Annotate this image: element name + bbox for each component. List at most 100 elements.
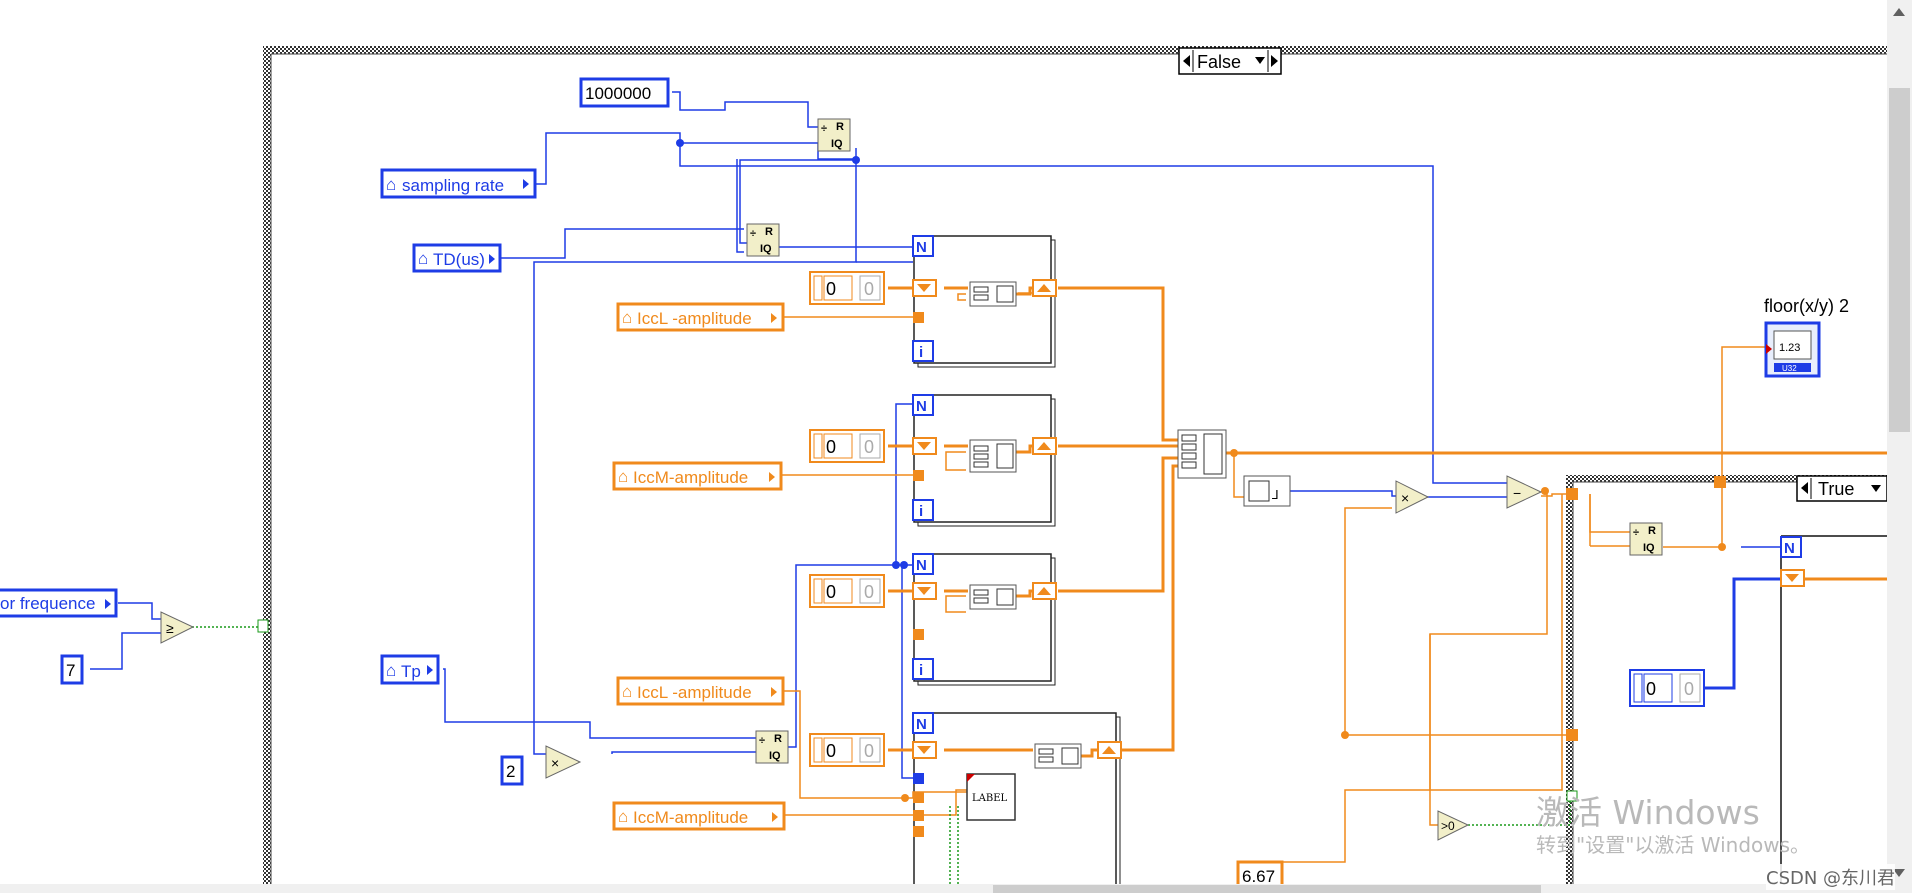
build-array-node-3[interactable] <box>969 584 1017 610</box>
array-size-node[interactable]: ⅃ <box>1243 475 1291 507</box>
control-iccm-amplitude-2[interactable]: ⌂ IccM-amplitude <box>612 801 786 831</box>
quotient-remainder-node-4[interactable]: ÷ R IQ <box>1629 522 1663 556</box>
case-selector-label: True <box>1818 479 1854 499</box>
shift-register-left-3[interactable] <box>912 582 937 600</box>
svg-text:IccM-amplitude: IccM-amplitude <box>633 468 748 487</box>
svg-text:LABEL: LABEL <box>972 793 1008 804</box>
array-constant-3[interactable]: 0 0 <box>809 574 885 608</box>
svg-text:÷: ÷ <box>1633 527 1639 539</box>
control-td-us[interactable]: ⌂ TD(us) <box>412 243 502 273</box>
vertical-scrollbar[interactable] <box>1887 0 1912 893</box>
case-structure-outer[interactable] <box>263 46 1912 886</box>
build-array-node-4[interactable] <box>1034 743 1082 769</box>
svg-text:TD(us): TD(us) <box>433 250 485 269</box>
horizontal-scroll-thumb[interactable] <box>993 885 1541 893</box>
loop-index-terminal-3[interactable]: i <box>912 658 934 680</box>
greater-than-zero-node[interactable]: >0 <box>1437 810 1470 841</box>
loop-count-terminal-1[interactable]: N <box>912 235 934 257</box>
svg-text:IQ: IQ <box>1643 542 1655 554</box>
numeric-junction-dots <box>676 139 908 569</box>
case-selector-inner[interactable]: True <box>1796 475 1888 502</box>
svg-text:⅃: ⅃ <box>1272 488 1279 502</box>
svg-text:1.23: 1.23 <box>1779 342 1800 354</box>
loop-count-terminal-5[interactable]: N <box>1780 536 1802 558</box>
increment-arrow-icon[interactable] <box>1271 55 1278 67</box>
shift-register-left-5[interactable] <box>1780 569 1805 587</box>
loop-count-terminal-3[interactable]: N <box>912 553 934 575</box>
control-iccl-amplitude-1[interactable]: ⌂ IccL -amplitude <box>616 302 785 332</box>
scroll-up-icon[interactable] <box>1893 8 1905 16</box>
svg-text:or frequence: or frequence <box>0 594 95 613</box>
for-loop-2[interactable] <box>913 394 1056 527</box>
svg-text:6.67: 6.67 <box>1242 867 1275 886</box>
svg-text:R: R <box>774 733 782 745</box>
svg-text:0: 0 <box>864 741 874 761</box>
shift-register-left-4[interactable] <box>912 741 937 759</box>
house-icon: ⌂ <box>618 807 628 826</box>
case-selector-outer[interactable]: False <box>1178 47 1282 75</box>
shift-register-left-2[interactable] <box>912 437 937 455</box>
decrement-arrow-icon[interactable] <box>1801 482 1808 494</box>
scroll-down-icon[interactable] <box>1893 869 1905 877</box>
subtract-node[interactable]: − <box>1506 475 1543 509</box>
constant-7[interactable]: 7 <box>60 654 84 685</box>
control-iccm-amplitude-1[interactable]: ⌂ IccM-amplitude <box>612 461 783 491</box>
loop-count-terminal-4[interactable]: N <box>912 712 934 734</box>
build-array-node-2[interactable] <box>969 439 1017 473</box>
svg-text:IccM-amplitude: IccM-amplitude <box>633 808 748 827</box>
svg-text:≥: ≥ <box>166 620 174 636</box>
terminal-arrow-icon <box>105 599 111 609</box>
svg-text:N: N <box>916 398 927 415</box>
for-loop-4[interactable] <box>913 712 1121 893</box>
shift-register-right-3[interactable] <box>1032 582 1057 600</box>
array-constant-1[interactable]: 0 0 <box>809 271 885 305</box>
vertical-scroll-thumb[interactable] <box>1889 88 1910 432</box>
shift-register-left-1[interactable] <box>912 279 937 297</box>
constant-1000000[interactable]: 1000000 <box>579 77 670 108</box>
array-constant-4[interactable]: 0 0 <box>809 733 885 767</box>
decrement-arrow-icon[interactable] <box>1183 55 1190 67</box>
control-tp[interactable]: ⌂ Tp <box>380 654 440 685</box>
for-loop-1[interactable] <box>913 235 1056 368</box>
loop-index-terminal-2[interactable]: i <box>912 499 934 521</box>
build-array-node-1[interactable] <box>969 281 1017 307</box>
for-loop-3[interactable] <box>913 553 1056 686</box>
array-constant-5[interactable]: 0 0 <box>1629 669 1705 707</box>
svg-text:1000000: 1000000 <box>585 84 651 103</box>
multiply-node-2[interactable]: × <box>1395 480 1430 514</box>
horizontal-scrollbar[interactable] <box>0 884 1887 893</box>
control-sampling-rate[interactable]: ⌂ sampling rate <box>380 168 537 199</box>
shift-register-right-2[interactable] <box>1032 437 1057 455</box>
quotient-remainder-node-1[interactable]: ÷ R IQ <box>817 118 851 152</box>
control-iccl-amplitude-2[interactable]: ⌂ IccL -amplitude <box>616 676 785 706</box>
control-or-frequence[interactable]: or frequence <box>0 588 118 618</box>
array-junction-dots <box>901 449 1726 802</box>
house-icon: ⌂ <box>618 467 628 486</box>
loop-count-terminal-2[interactable]: N <box>912 394 934 416</box>
array-wires <box>888 286 1912 758</box>
shift-register-right-1[interactable] <box>1032 279 1057 297</box>
build-array-node-main[interactable] <box>1177 429 1227 479</box>
greater-or-equal-node[interactable]: ≥ <box>160 611 195 644</box>
svg-text:>0: >0 <box>1441 819 1455 833</box>
svg-text:Tp: Tp <box>401 662 421 681</box>
quotient-remainder-node-2[interactable]: ÷ R IQ <box>746 223 780 257</box>
quotient-remainder-node-3[interactable]: ÷ R IQ <box>755 730 789 764</box>
svg-text:0: 0 <box>826 582 836 602</box>
constant-2[interactable]: 2 <box>500 755 524 786</box>
svg-text:i: i <box>919 662 923 679</box>
array-constant-2[interactable]: 0 0 <box>809 429 885 463</box>
dropdown-arrow-icon[interactable] <box>1255 57 1265 64</box>
svg-text:IQ: IQ <box>769 750 781 762</box>
loop-index-terminal-1[interactable]: i <box>912 340 934 362</box>
svg-text:R: R <box>1648 525 1656 537</box>
multiply-node-1[interactable]: × <box>545 745 582 779</box>
windows-activation-watermark: 激活 Windows 转到"设置"以激活 Windows。 <box>1536 794 1810 858</box>
dropdown-arrow-icon[interactable] <box>1871 485 1881 492</box>
house-icon: ⌂ <box>386 175 396 194</box>
indicator-floor-xy-2[interactable]: 1.23 U32 <box>1764 321 1821 378</box>
house-icon: ⌂ <box>418 249 428 268</box>
shift-register-right-4[interactable] <box>1097 741 1122 759</box>
subvi-label-node[interactable]: LABEL <box>966 773 1016 821</box>
